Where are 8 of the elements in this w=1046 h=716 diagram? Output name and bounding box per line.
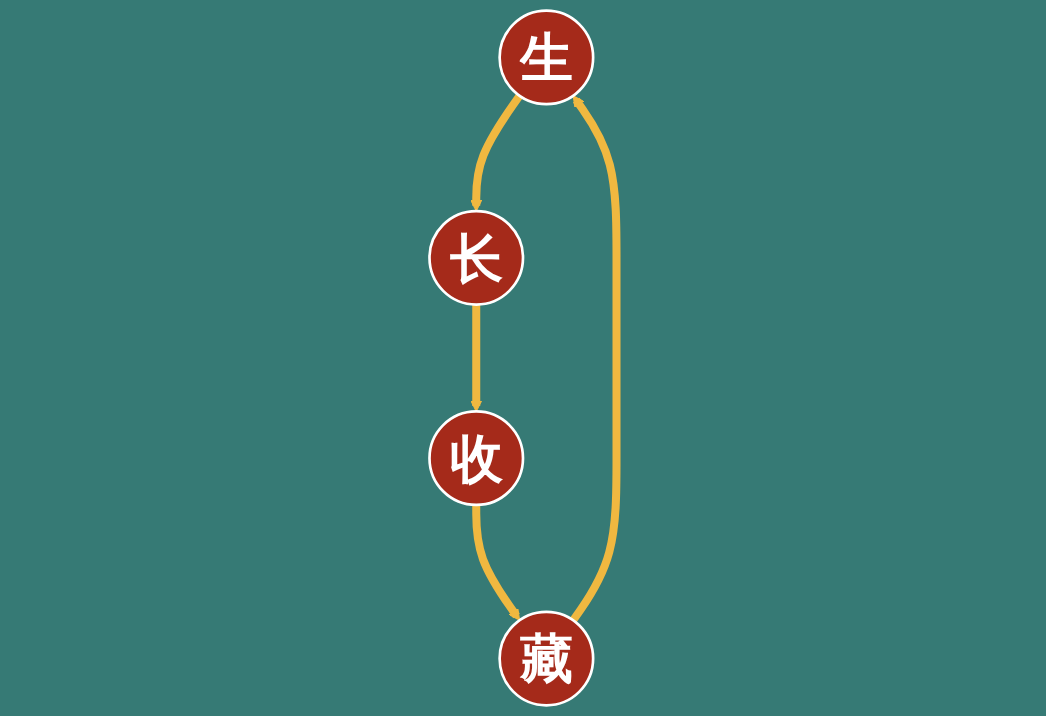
arrow (470, 304, 483, 412)
circle-node: 生 (498, 9, 595, 106)
circle-node: 藏 (498, 610, 595, 707)
arrow (470, 93, 523, 212)
circle-node: 收 (428, 410, 525, 507)
arrow (569, 95, 621, 623)
arrow (472, 504, 521, 621)
circle-node: 长 (428, 209, 525, 306)
